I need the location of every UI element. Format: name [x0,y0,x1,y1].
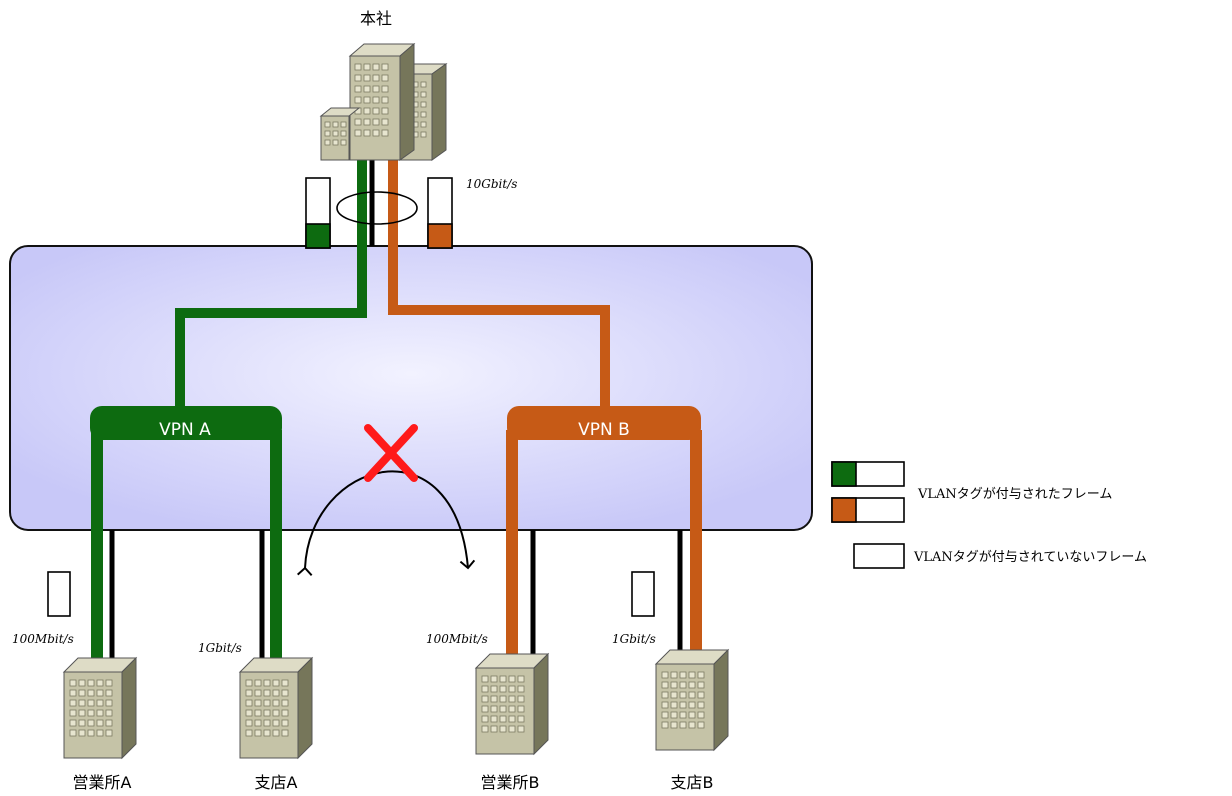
legend: VLANタグが付与されたフレーム VLANタグが付与されていないフレーム [831,461,1147,569]
vpn-b-bar [507,406,701,440]
site-label: 支店B [671,773,714,792]
trunk-bundle-loop [336,191,418,225]
vpn-a-label: VPN A [159,420,211,440]
frame-tag-orange [427,223,453,249]
vpn-a-path: VPN A [90,308,367,660]
hq-uplinks [357,160,398,313]
site-rate: 100Mbit/s [426,632,488,646]
vpn-b-label: VPN B [578,420,630,440]
blocked-traffic-arrow [297,470,476,576]
site-rate: 1Gbit/s [198,641,242,655]
site-label: 営業所A [73,773,132,792]
hq-label: 本社 [360,9,392,28]
legend-untagged: VLANタグが付与されていないフレーム [913,550,1147,565]
office-building-icon [239,657,313,759]
red-x-icon [364,424,418,482]
site-label: 営業所B [481,773,540,792]
site-rate: 1Gbit/s [612,632,656,646]
frame-icon [631,571,655,617]
site-rate: 100Mbit/s [12,632,74,646]
hq-frames [305,177,453,249]
office-building-icon [63,657,137,759]
access-lines-untagged [109,530,683,660]
vpn-a-bar [90,406,282,440]
legend-tagged: VLANタグが付与されたフレーム [917,487,1112,502]
site-label: 支店A [255,773,298,792]
site-frames [47,571,655,617]
vpn-b-path: VPN B [388,305,702,660]
office-building-icon [655,649,729,751]
frame-tag-green [305,223,331,249]
office-tower-cluster-icon [319,42,448,161]
hq-rate: 10Gbit/s [466,177,517,191]
office-building-icon [475,653,549,755]
frame-icon [47,571,71,617]
